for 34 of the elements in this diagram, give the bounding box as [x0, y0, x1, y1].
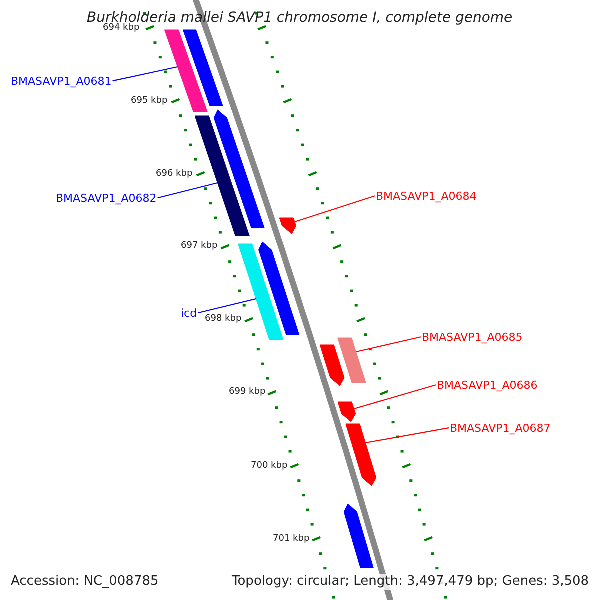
scale-label: 694 kbp: [103, 22, 140, 34]
genome-info-text: Topology: circular; Length: 3,497,479 bp; Genes: 3,508: [230, 574, 592, 590]
gene-label: BMASAVP1_A0682: [56, 192, 157, 205]
gene-block: [214, 110, 265, 228]
gene-label: BMASAVP1_A0685: [422, 330, 523, 344]
gene-label: BMASAVP1_A0687: [450, 422, 551, 435]
scale-label: 700 kbp: [251, 460, 288, 472]
leader-line: [354, 384, 436, 410]
scale-label: 701 kbp: [273, 534, 310, 544]
scale-label: 699 kbp: [229, 386, 266, 398]
gene-block: [194, 116, 250, 236]
scale-label: 697 kbp: [181, 240, 218, 252]
gene-block: [338, 402, 356, 422]
gene-block: [258, 242, 300, 336]
gene-block: [279, 218, 297, 234]
gene-block: [344, 504, 374, 568]
gene-label: BMASAVP1_A0681: [11, 74, 112, 88]
accession-text: Accession: NC_008785: [9, 574, 161, 590]
scale-label: 695 kbp: [131, 96, 168, 106]
gene-label: BMASAVP1_A0684: [376, 190, 477, 203]
leader-line: [112, 66, 178, 82]
gene-block: [346, 424, 377, 486]
leader-line: [356, 336, 422, 353]
leader-line: [366, 428, 450, 444]
scale-label: 696 kbp: [156, 168, 193, 180]
gene-block: [320, 344, 345, 386]
leader-line: [158, 182, 218, 199]
leader-line: [294, 196, 376, 223]
gene-block: [338, 338, 366, 384]
leader-line: [198, 298, 256, 314]
gene-label: BMASAVP1_A0686: [437, 378, 538, 392]
gene-block: [182, 30, 224, 106]
scale-label: 698 kbp: [205, 314, 242, 324]
gene-label: icd: [181, 306, 198, 320]
